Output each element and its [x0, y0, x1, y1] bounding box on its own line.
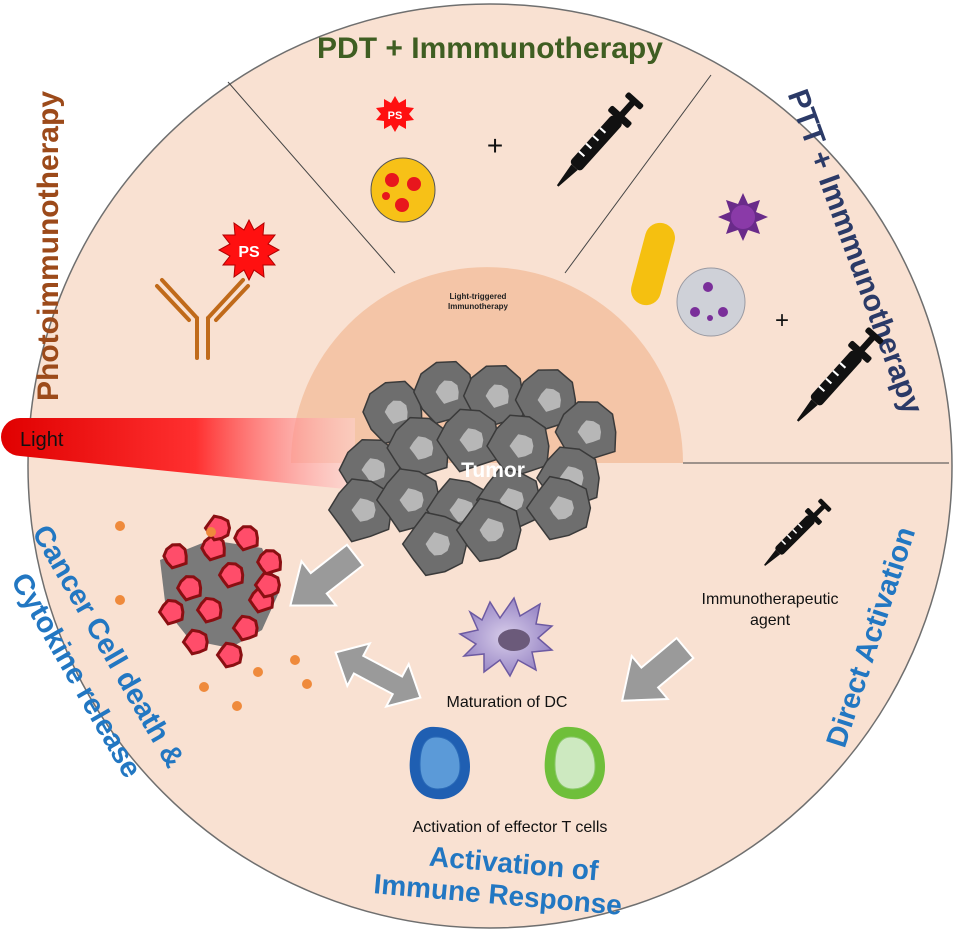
dead-cancer-cell [157, 598, 185, 626]
nanoparticle-cluster-icon [676, 267, 746, 337]
tumor-cell-nucleus [459, 428, 484, 452]
divider-left [227, 81, 396, 274]
immuno-agent-line2: agent [750, 612, 791, 629]
tumor-cell-nucleus [384, 400, 408, 424]
dead-cancer-cell [175, 575, 203, 602]
dead-cancer-cells [157, 514, 283, 669]
light-beam [1, 418, 355, 490]
tumor-cell-nucleus [549, 496, 574, 520]
ps-star-icon [217, 218, 281, 282]
tumor-cell-nucleus [479, 518, 504, 542]
center-title-line2: Immunotherapy [448, 302, 509, 311]
effector-t-label: Activation of effector T cells [413, 819, 608, 836]
tumor-cell-nucleus [537, 388, 561, 412]
pdt-immunotherapy-title: PDT + Immmunotherapy [317, 32, 663, 65]
dead-cancer-cell [231, 614, 259, 642]
nanoparticle-ps-icon [370, 157, 436, 223]
purple-nanostar-icon [718, 193, 768, 241]
tumor-cell-nucleus [351, 498, 376, 522]
immuno-agent-line1: Immunotherapeutic [702, 591, 839, 608]
tumor-cell-nucleus [399, 488, 424, 512]
tumor-cell-nucleus [361, 458, 386, 482]
t-cell-blue-icon [409, 726, 470, 800]
center-title-line1: Light-triggered [450, 292, 507, 301]
tumor-cell-nucleus [409, 436, 434, 460]
maturation-dc-label: Maturation of DC [447, 694, 568, 711]
plus-sign-pdt: + [487, 130, 503, 161]
plus-sign-ptt: + [775, 307, 789, 334]
dead-cancer-cell [253, 571, 281, 599]
dead-cancer-cell [162, 543, 188, 570]
dead-cancer-cell [215, 641, 243, 669]
cytokine-dots [115, 521, 312, 711]
dead-cancer-cell [255, 549, 283, 576]
ps-label-photoimmuno: PS [238, 244, 260, 261]
gold-nanorod-icon [631, 222, 675, 306]
ps-label-pdt: PS [388, 110, 403, 122]
dead-cancer-cell [233, 525, 259, 552]
tumor-cell-nucleus [577, 420, 601, 444]
tumor-cell-nucleus [485, 384, 509, 408]
double-arrow-death-dc [334, 641, 422, 709]
tumor-label: Tumor [461, 459, 525, 482]
tumor-cell-nucleus [435, 380, 459, 404]
dendritic-cell-icon [458, 596, 554, 678]
light-label: Light [20, 429, 64, 451]
tumor-cluster [327, 360, 617, 577]
divider-right [564, 74, 712, 274]
dead-cancer-cell [181, 628, 209, 656]
dead-cancer-cell [217, 561, 245, 589]
tumor-cell-nucleus [425, 532, 450, 556]
t-cell-green-icon [544, 726, 605, 800]
dead-cancer-cell [195, 596, 223, 624]
tumor-cell-nucleus [509, 434, 534, 458]
ps-star-small-icon [376, 96, 414, 132]
antibody-icon [155, 278, 250, 360]
photoimmunotherapy-title: Photoimmunotherapy [32, 91, 65, 401]
